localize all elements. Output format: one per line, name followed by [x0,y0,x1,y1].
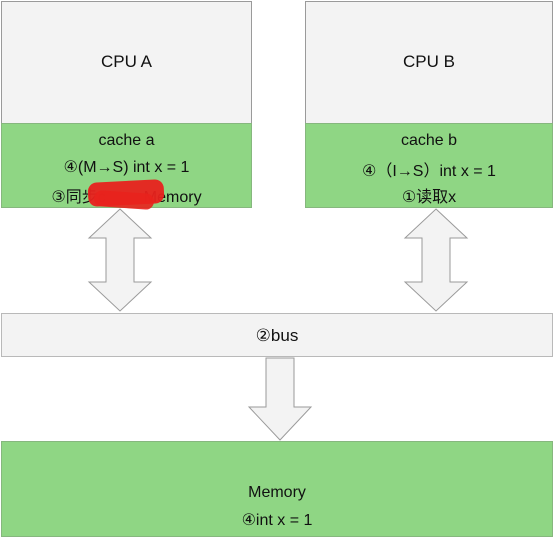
memory-value: ④int x = 1 [241,512,313,529]
cpu-a-label: CPU A [100,52,153,71]
bus-box: ②bus [1,313,553,357]
cache-a-bus-double-arrow [87,208,153,312]
cache-a-state: ④(M→S) int x = 1 [63,159,190,176]
cache-b-state: ④（I→S）int x = 1 [362,163,496,180]
bus-label: ②bus [255,326,299,345]
memory-box: Memory ④int x = 1 [1,441,553,537]
cache-b-bus-double-arrow [403,208,469,312]
cpu-b-label: CPU B [403,52,455,71]
cache-b-label: cache b [400,132,458,149]
cache-b-box: cache b ④（I→S）int x = 1 ①读取x [305,123,553,208]
cpu-a-box: CPU A [1,1,252,124]
memory-label: Memory [248,484,306,501]
cpu-b-box: CPU B [305,1,553,124]
bus-memory-arrow [247,357,313,441]
cache-b-read: ①读取x [401,189,457,206]
cache-a-label: cache a [98,132,155,149]
